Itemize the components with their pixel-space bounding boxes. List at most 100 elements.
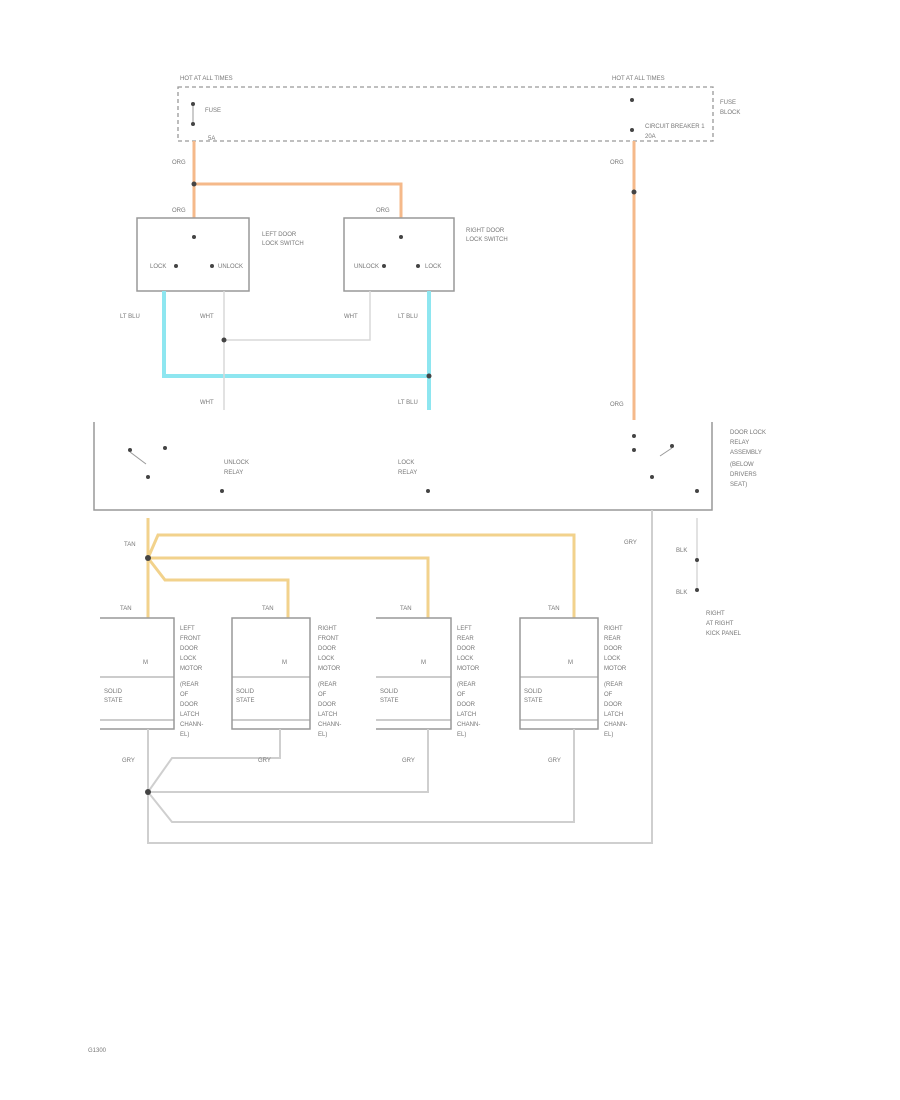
lt-blu-label-3: LT BLU xyxy=(398,400,418,406)
motor-label: LEFT xyxy=(180,626,195,632)
motor-code: M xyxy=(568,660,573,666)
relay-assembly-label-3: ASSEMBLY xyxy=(730,450,762,456)
motor-location: (REAR xyxy=(180,682,199,688)
left-switch-lock: LOCK xyxy=(150,264,166,270)
relay-power-contact-3 xyxy=(670,444,674,448)
motor-code: M xyxy=(421,660,426,666)
fuse-label: FUSE xyxy=(205,108,221,114)
hot-at-all-times-left: HOT AT ALL TIMES xyxy=(180,76,233,82)
motor-label: DOOR xyxy=(318,646,337,652)
splice-org-left xyxy=(191,181,197,187)
tan-label-m2: TAN xyxy=(262,606,274,612)
motor-location: OF xyxy=(180,692,189,698)
relay-assembly-label-4: (BELOW xyxy=(730,462,754,468)
left-switch-common xyxy=(192,235,196,239)
motor-right-rear: M SOLID STATE RIGHT REAR DOOR LOCK MOTOR… xyxy=(519,617,627,738)
motor-label: MOTOR xyxy=(457,666,480,672)
left-switch-label-1: LEFT DOOR xyxy=(262,232,297,238)
diagram-code: G1300 xyxy=(88,1048,107,1054)
motor-inner: SOLID xyxy=(524,689,543,695)
motor-left-rear: M SOLID STATE LEFT REAR DOOR LOCK MOTOR … xyxy=(376,617,480,738)
motor-label: DOOR xyxy=(180,646,199,652)
ground-label-1: RIGHT xyxy=(706,611,725,617)
motor-left-front: M SOLID STATE LEFT FRONT DOOR LOCK MOTOR… xyxy=(100,617,203,738)
motor-location: LATCH xyxy=(180,712,199,718)
fuse-block-label-1: FUSE xyxy=(720,100,736,106)
tan-wire-right-front xyxy=(146,557,290,618)
right-switch-lock-contact xyxy=(416,264,420,268)
unlock-relay-arm xyxy=(129,451,147,465)
motor-label: LEFT xyxy=(457,626,472,632)
relay-ground-contact xyxy=(695,489,699,493)
motor-inner: SOLID xyxy=(104,689,123,695)
motor-inner: STATE xyxy=(104,698,122,704)
right-switch-lock: LOCK xyxy=(425,264,441,270)
org-wire-right-switch xyxy=(194,182,403,218)
motor-code: M xyxy=(143,660,148,666)
motor-label: LOCK xyxy=(318,656,334,662)
motor-inner: STATE xyxy=(236,698,254,704)
motor-location: OF xyxy=(604,692,613,698)
unlock-relay-contact-1 xyxy=(128,448,132,452)
unlock-relay-label-2: RELAY xyxy=(224,470,243,476)
motor-location: (REAR xyxy=(457,682,476,688)
relay-power-contact-4 xyxy=(650,475,654,479)
relay-assembly-label-6: SEAT) xyxy=(730,482,747,488)
motor-location: (REAR xyxy=(318,682,337,688)
motor-label: MOTOR xyxy=(318,666,341,672)
motor-location: OF xyxy=(318,692,327,698)
relay-power-arm xyxy=(659,447,673,457)
ground-label-3: KICK PANEL xyxy=(706,631,742,637)
left-switch-unlock: UNLOCK xyxy=(218,264,243,270)
gry-wire-m4 xyxy=(147,729,575,823)
motor-inner: STATE xyxy=(524,698,542,704)
motor-location: (REAR xyxy=(604,682,623,688)
right-switch-label-2: LOCK SWITCH xyxy=(466,237,508,243)
tan-label-m4: TAN xyxy=(548,606,560,612)
right-switch-label-1: RIGHT DOOR xyxy=(466,228,505,234)
motor-location: DOOR xyxy=(318,702,337,708)
right-switch-common xyxy=(399,235,403,239)
fuse-block-outline xyxy=(177,86,714,142)
tan-wire-left-rear xyxy=(148,556,430,618)
lt-blu-label-2: LT BLU xyxy=(398,314,418,320)
wht-label-2: WHT xyxy=(344,314,358,320)
right-switch-unlock: UNLOCK xyxy=(354,264,379,270)
tan-label-main: TAN xyxy=(124,542,136,548)
unlock-relay-contact-3 xyxy=(146,475,150,479)
motor-label: DOOR xyxy=(457,646,476,652)
motor-label: RIGHT xyxy=(604,626,623,632)
tan-label-m1: TAN xyxy=(120,606,132,612)
motor-location: EL) xyxy=(180,732,189,738)
fuse-block-label-2: BLOCK xyxy=(720,110,740,116)
gry-label-m1: GRY xyxy=(122,758,135,764)
wht-wire-right xyxy=(224,291,371,341)
left-switch-label-2: LOCK SWITCH xyxy=(262,241,304,247)
left-switch-unlock-contact xyxy=(210,264,214,268)
motor-right-front: M SOLID STATE RIGHT FRONT DOOR LOCK MOTO… xyxy=(231,617,341,738)
motor-inner: SOLID xyxy=(380,689,399,695)
splice-wht xyxy=(221,337,227,343)
splice-lt-blu xyxy=(426,373,432,379)
blk-label-1: BLK xyxy=(676,548,687,554)
motor-label: DOOR xyxy=(604,646,623,652)
org-label-4: ORG xyxy=(610,160,624,166)
motor-location: OF xyxy=(457,692,466,698)
motor-label: LOCK xyxy=(180,656,196,662)
lt-blu-wire-left xyxy=(162,291,429,378)
motor-location: CHANN- xyxy=(604,722,627,728)
motor-location: LATCH xyxy=(457,712,476,718)
fuse-terminal-bottom xyxy=(191,122,195,126)
motor-label: LOCK xyxy=(457,656,473,662)
motor-location: LATCH xyxy=(604,712,623,718)
motor-inner: STATE xyxy=(380,698,398,704)
gry-label-m4: GRY xyxy=(548,758,561,764)
motor-location: CHANN- xyxy=(318,722,341,728)
motor-code: M xyxy=(282,660,287,666)
unlock-relay-label-1: UNLOCK xyxy=(224,460,249,466)
lt-blu-label-1: LT BLU xyxy=(120,314,140,320)
relay-assembly-box xyxy=(93,422,713,511)
org-label-5: ORG xyxy=(610,402,624,408)
org-label-2: ORG xyxy=(172,208,186,214)
right-switch-unlock-contact xyxy=(382,264,386,268)
